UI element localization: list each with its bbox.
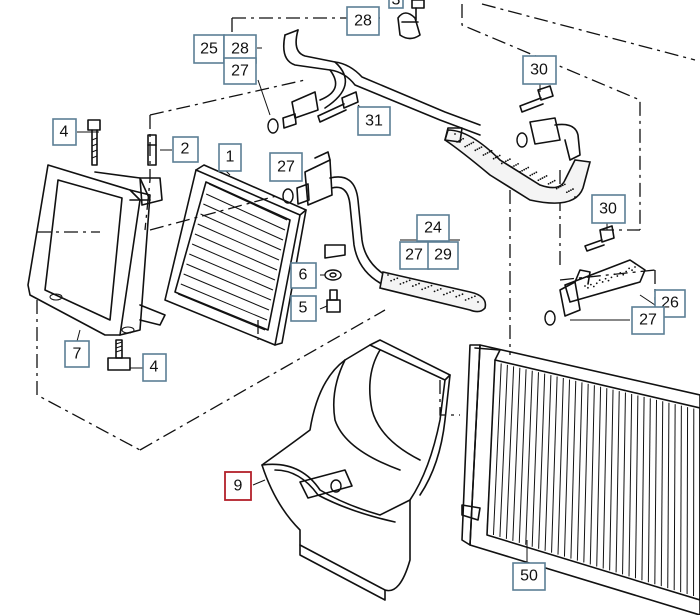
- callout-25: 25: [193, 34, 225, 64]
- svg-text:4: 4: [150, 359, 159, 376]
- callout-30-lower: 30: [591, 194, 626, 224]
- middle-line-assembly: [282, 151, 487, 313]
- callout-5: 5: [290, 295, 317, 322]
- oil-cooler: [164, 164, 307, 346]
- svg-text:27: 27: [639, 312, 657, 329]
- callout-6: 6: [290, 262, 317, 289]
- bolt-5: [326, 289, 341, 313]
- bracket-frame: [27, 164, 166, 336]
- callout-1: 1: [218, 143, 242, 172]
- bolt-4-upper: [87, 119, 101, 166]
- svg-text:2: 2: [181, 141, 190, 158]
- svg-text:4: 4: [60, 124, 69, 141]
- radiator: [461, 344, 700, 615]
- svg-text:9: 9: [234, 478, 243, 495]
- svg-text:7: 7: [73, 346, 82, 363]
- callout-4-lower: 4: [142, 353, 167, 382]
- upper-hose: [444, 127, 592, 204]
- bolt-31: [317, 91, 359, 123]
- svg-text:31: 31: [365, 113, 383, 130]
- clamp-28: [397, 0, 425, 40]
- callout-30-upper: 30: [522, 55, 557, 85]
- svg-text:28: 28: [354, 13, 372, 30]
- callout-3: 3: [388, 0, 404, 9]
- air-duct: [261, 339, 451, 601]
- callout-9: 9: [224, 471, 252, 501]
- bolt-2: [139, 134, 163, 206]
- svg-text:29: 29: [434, 247, 452, 264]
- svg-text:30: 30: [599, 201, 617, 218]
- callout-27-hose: 27: [399, 241, 430, 270]
- upper-line-assembly: [267, 29, 481, 136]
- callout-27-mid: 27: [269, 152, 303, 182]
- callout-50: 50: [512, 562, 546, 591]
- callout-27-right: 27: [631, 306, 665, 335]
- lower-right-hose: [544, 259, 646, 326]
- bolt-30-lower: [584, 225, 615, 252]
- bolt-30-upper: [519, 85, 554, 113]
- callout-4-upper: 4: [52, 118, 77, 146]
- svg-text:26: 26: [661, 295, 679, 312]
- svg-text:6: 6: [299, 267, 308, 284]
- svg-text:30: 30: [530, 62, 548, 79]
- svg-text:3: 3: [392, 0, 401, 9]
- svg-text:27: 27: [277, 159, 295, 176]
- svg-text:27: 27: [405, 247, 423, 264]
- callout-24: 24: [416, 214, 450, 242]
- callout-7: 7: [64, 340, 90, 368]
- bolt-4-lower: [107, 339, 131, 371]
- callout-27-upper: 27: [223, 57, 257, 85]
- svg-text:1: 1: [226, 149, 235, 166]
- washer-6: [324, 244, 346, 281]
- svg-text:27: 27: [231, 63, 249, 80]
- svg-text:28: 28: [231, 41, 249, 58]
- callout-2: 2: [172, 136, 199, 163]
- callout-28-clamp: 28: [346, 6, 380, 36]
- callout-29: 29: [427, 241, 459, 270]
- svg-text:50: 50: [520, 568, 538, 585]
- callout-31: 31: [357, 106, 391, 136]
- fitting-upper-right: [516, 117, 581, 161]
- svg-text:24: 24: [424, 220, 442, 237]
- svg-text:5: 5: [299, 300, 308, 317]
- svg-text:25: 25: [200, 41, 218, 58]
